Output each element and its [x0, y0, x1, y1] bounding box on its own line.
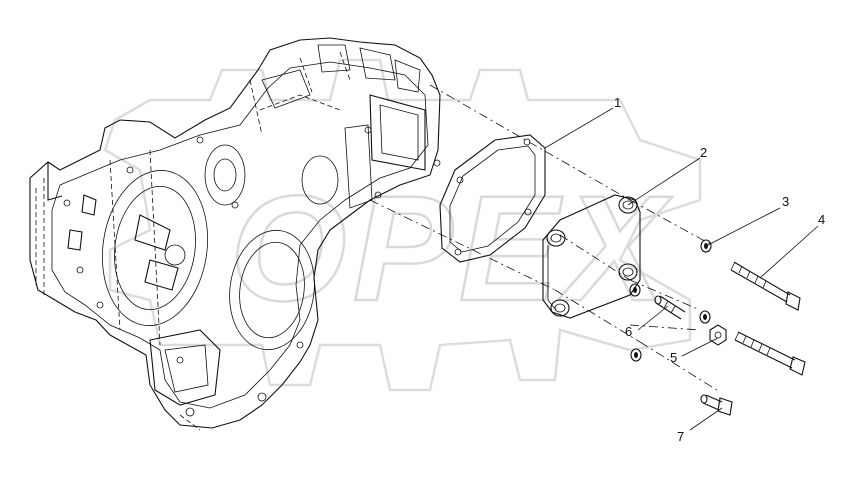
nut — [709, 324, 727, 346]
stud — [654, 295, 686, 320]
watermark-text: OPEX — [230, 164, 673, 332]
callout-1: 1 — [614, 95, 621, 110]
callout-6: 6 — [625, 324, 632, 339]
callout-3: 3 — [782, 194, 789, 209]
gasket — [439, 134, 546, 263]
callout-5: 5 — [670, 350, 677, 365]
washers — [629, 239, 712, 362]
leader-lines — [544, 107, 819, 431]
callout-2: 2 — [700, 145, 707, 160]
long-bolts — [730, 261, 806, 376]
watermark-gear — [103, 58, 702, 392]
cover-plate — [542, 194, 641, 319]
callout-4: 4 — [818, 212, 825, 227]
callout-7: 7 — [677, 429, 684, 444]
gear-housing — [29, 37, 441, 431]
short-bolt — [700, 394, 733, 416]
